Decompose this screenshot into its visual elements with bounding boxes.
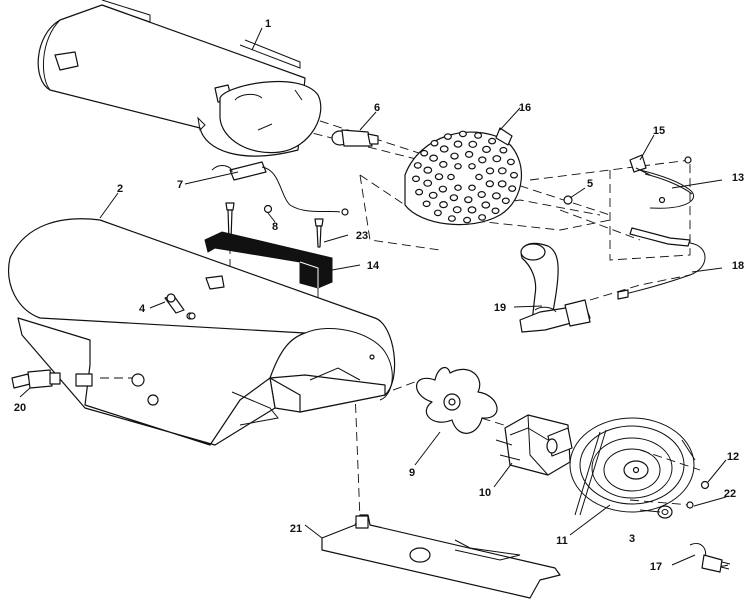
burner-hole	[488, 137, 497, 145]
photocell	[629, 154, 692, 176]
callout-20: 20	[14, 402, 26, 414]
burner-hole	[412, 175, 421, 183]
nozzle	[331, 129, 379, 147]
burner-hole	[477, 191, 486, 199]
burner-hole	[423, 166, 433, 174]
burner-hole	[439, 145, 449, 153]
callout-11: 11	[556, 535, 568, 547]
burner-hole	[464, 196, 473, 204]
burner-hole	[482, 145, 491, 153]
burner-hole	[443, 133, 452, 140]
burner-hole	[485, 180, 494, 188]
burner-hole	[458, 130, 467, 138]
power-cord	[689, 543, 731, 573]
burner-hole	[506, 158, 515, 166]
burner-hole	[447, 173, 455, 181]
burner-hole	[474, 132, 483, 139]
callout-8: 8	[272, 221, 278, 233]
burner-hole	[430, 139, 439, 147]
callout-9: 9	[409, 467, 415, 479]
callout-10: 10	[479, 487, 491, 499]
burner-hole	[467, 206, 477, 214]
callout-3: 3	[629, 533, 635, 545]
burner-hole	[499, 146, 508, 154]
callout-7: 7	[177, 179, 183, 191]
handle	[204, 231, 333, 289]
combustion-elbow	[519, 242, 591, 333]
burner-hole	[449, 194, 459, 202]
burner-hole	[492, 155, 502, 163]
burner-hole	[497, 167, 507, 175]
burner-hole	[434, 173, 444, 181]
burner-hole	[481, 201, 491, 209]
motor	[495, 414, 573, 476]
burner-hole	[450, 152, 459, 160]
callout-23: 23	[356, 230, 368, 242]
burner-hole	[433, 209, 442, 217]
callout-4: 4	[139, 303, 146, 315]
burner-hole	[478, 214, 487, 221]
lower-shell	[8, 218, 396, 446]
burner-hole	[508, 185, 517, 192]
burner-hole	[439, 201, 448, 209]
burner-hole	[468, 184, 476, 191]
fan-guard	[569, 417, 696, 516]
burner-hole	[452, 206, 462, 214]
burner-head	[404, 127, 523, 226]
burner-hole	[423, 179, 433, 187]
callout-17: 17	[650, 561, 662, 573]
burner-hole	[463, 216, 472, 224]
burner-hole	[422, 200, 431, 208]
burner-hole	[497, 180, 507, 188]
burner-hole	[485, 167, 495, 175]
burner-hole	[453, 140, 463, 148]
callout-13: 13	[732, 172, 744, 184]
callout-5: 5	[587, 178, 593, 190]
burner-hole	[428, 191, 438, 199]
inlet-fitting	[11, 369, 93, 389]
upper-shell	[37, 0, 322, 157]
callout-21: 21	[290, 523, 302, 535]
burner-hole	[491, 207, 500, 215]
burner-hole	[478, 156, 487, 164]
washer-8	[263, 204, 273, 214]
callout-1: 1	[265, 18, 271, 30]
burner-hole	[501, 197, 510, 205]
burner-hole	[475, 173, 483, 181]
hardware-small	[657, 480, 710, 519]
burner-hole	[468, 163, 476, 170]
callout-15: 15	[653, 125, 665, 137]
callout-18: 18	[732, 260, 744, 272]
burner-hole	[429, 154, 439, 162]
limit-control-wire	[617, 227, 706, 300]
wire-tie	[164, 293, 196, 320]
callout-12: 12	[727, 451, 739, 463]
burner-hole	[468, 140, 478, 148]
callout-6: 6	[374, 102, 380, 114]
callout-2: 2	[117, 183, 123, 195]
burner-hole	[420, 149, 429, 157]
burner-hole	[464, 150, 474, 158]
bottom-plate	[321, 514, 561, 599]
callout-19: 19	[494, 302, 506, 314]
burner-hole	[454, 184, 462, 191]
burner-hole	[492, 192, 501, 200]
callout-16: 16	[519, 102, 531, 114]
burner-hole	[413, 162, 422, 169]
callout-22: 22	[724, 488, 736, 500]
leader-lines	[19, 27, 727, 566]
burner-hole	[510, 171, 519, 179]
callout-14: 14	[367, 260, 380, 272]
callout-labels: 1 2 3 4 5 6 7 8 9 10 11 12 13 14 15 16 1…	[14, 18, 744, 573]
burner-hole	[415, 188, 424, 196]
burner-hole	[438, 185, 448, 193]
igniter	[211, 161, 349, 216]
burner-hole	[454, 163, 462, 170]
burner-hole	[447, 215, 456, 222]
fan-blade	[416, 366, 498, 434]
photocell-wire	[639, 169, 695, 209]
burner-hole	[439, 160, 448, 168]
